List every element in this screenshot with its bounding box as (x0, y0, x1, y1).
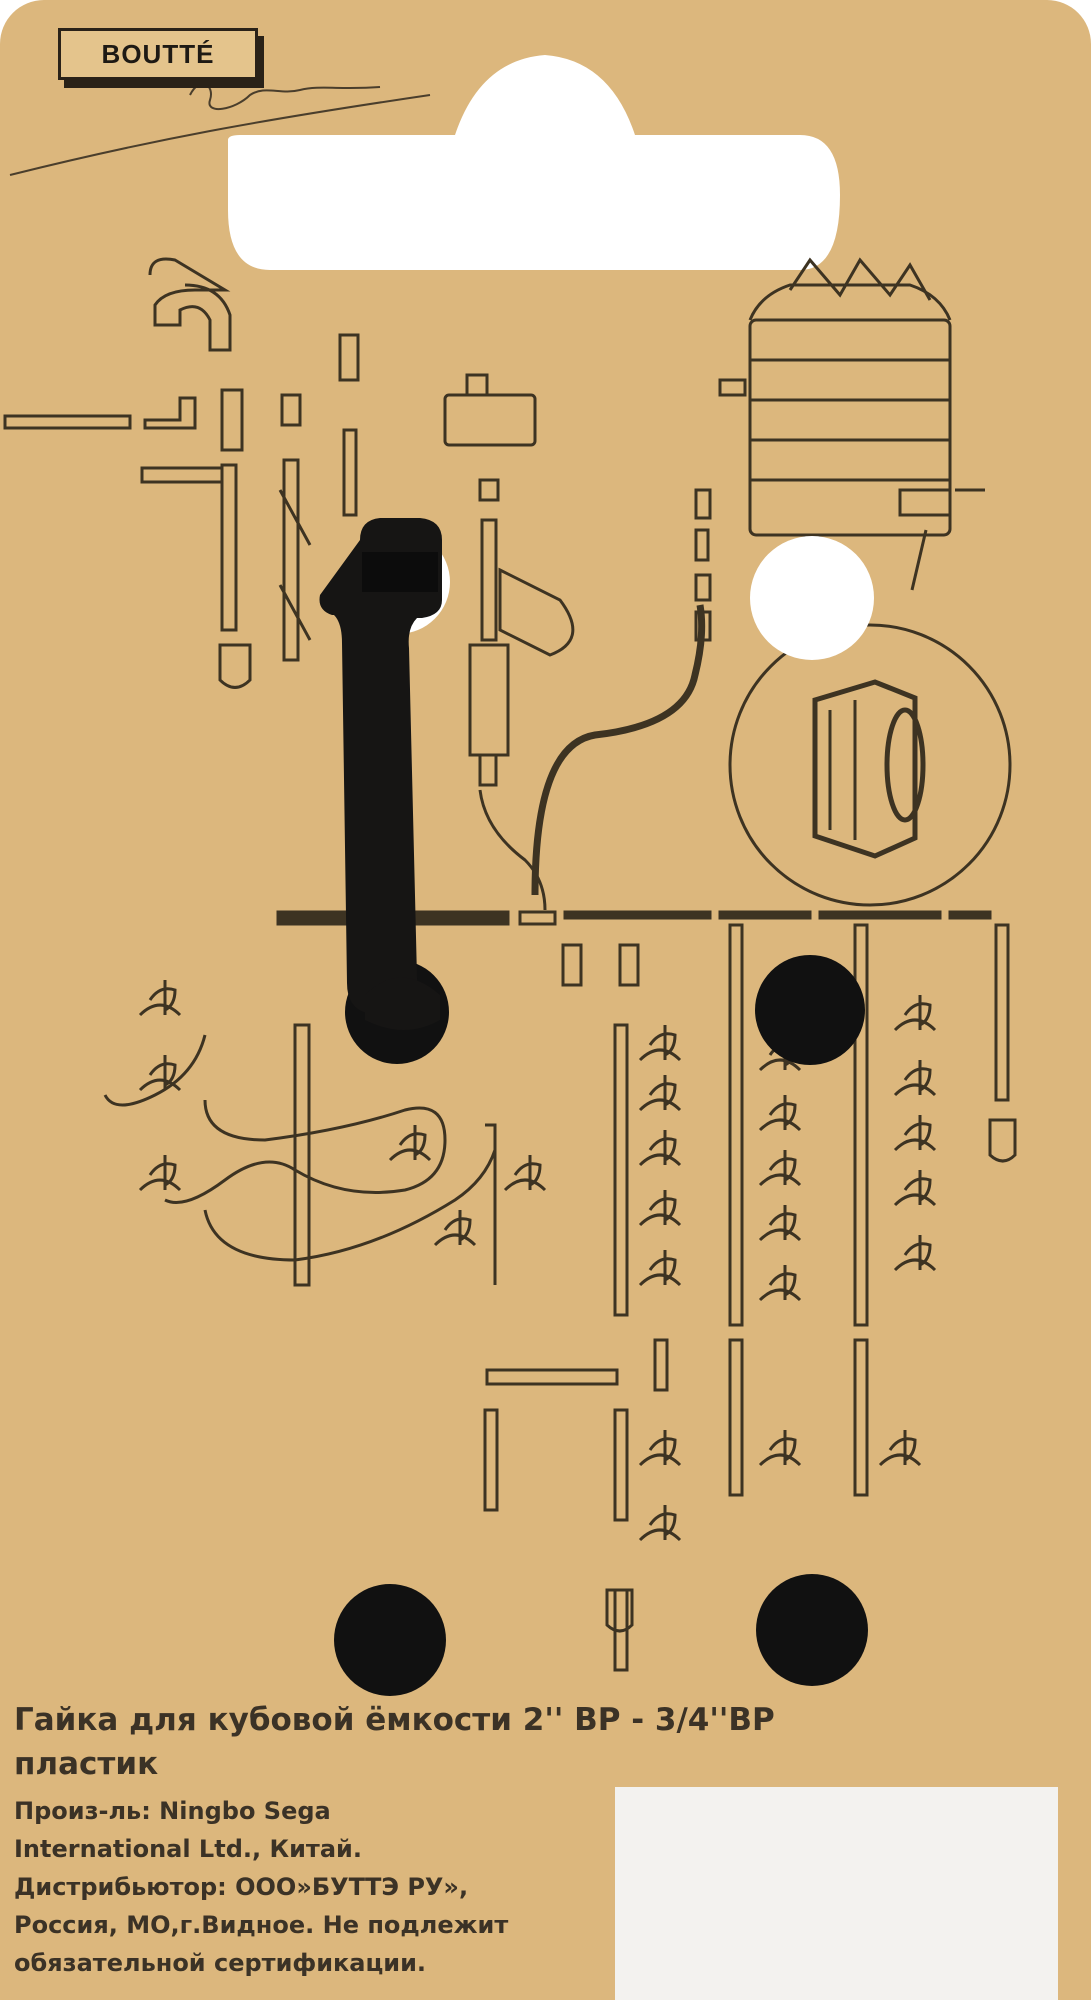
punch-hole-white (750, 536, 874, 660)
punch-hole (334, 1584, 446, 1696)
product-title-line: пластик (14, 1746, 159, 1782)
info-line: обязательной сертификации. (14, 1949, 427, 1977)
punch-hole (755, 955, 865, 1065)
info-line: Россия, МО,г.Видное. Не подлежит (14, 1911, 509, 1939)
cable-tie (319, 518, 450, 1030)
info-line: Произ-ль: Ningbo Sega (14, 1797, 331, 1825)
diagram-lines (3, 257, 1017, 1672)
info-line: International Ltd., Китай. (14, 1835, 362, 1863)
punch-hole (756, 1574, 868, 1686)
manufacturer-info: Произ-ль: Ningbo Sega International Ltd.… (14, 1792, 614, 1982)
info-line: Дистрибьютор: ООО»БУТТЭ РУ», (14, 1873, 469, 1901)
signature-flourish (9, 82, 431, 176)
product-title: Гайка для кубовой ёмкости 2'' ВР - 3/4''… (14, 1698, 1014, 1786)
price-label-area (615, 1787, 1058, 2000)
brand-logo-text: BOUTTÉ (101, 38, 215, 69)
hang-slot (228, 55, 840, 270)
product-title-line: Гайка для кубовой ёмкости 2'' ВР - 3/4''… (14, 1702, 775, 1738)
brand-logo: BOUTTÉ (58, 28, 258, 80)
